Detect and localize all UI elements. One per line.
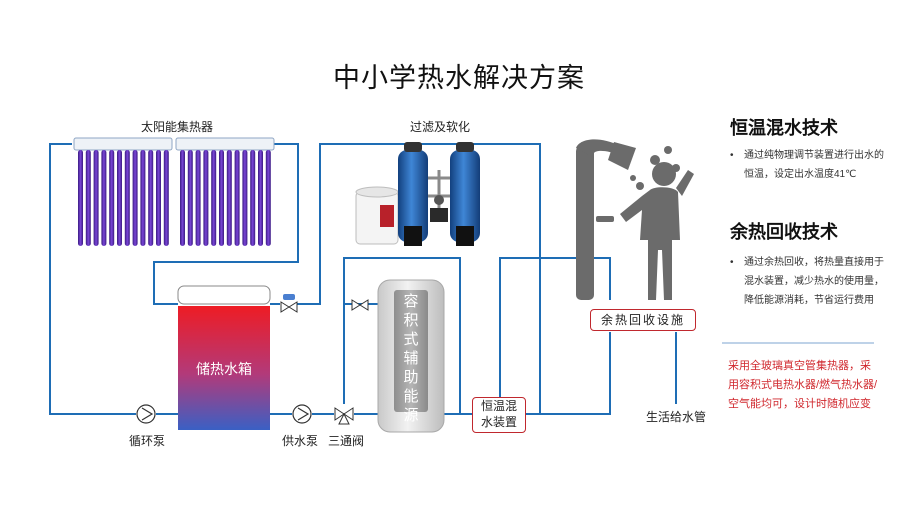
vacuum-tube	[258, 150, 263, 246]
mix-device-line-2: 水装置	[480, 415, 517, 429]
solar-collector-label: 太阳能集热器	[141, 120, 214, 134]
filter-softener-label: 过滤及软化	[410, 120, 471, 134]
section1-text: • 通过纯物理调节装置进行出水的恒温，设定出水温度41℃	[730, 146, 884, 184]
domestic-pipe-label: 生活给水管	[646, 410, 707, 424]
solar-collector-icon	[73, 137, 275, 246]
section2-text: • 通过余热回收，将热量直接用于混水装置，减少热水的使用量，降低能源消耗，节省运…	[730, 253, 884, 310]
collector-supply-pipe	[153, 143, 299, 305]
shower-person-icon	[576, 139, 694, 300]
vacuum-tube	[163, 150, 169, 246]
vacuum-tube	[234, 150, 240, 246]
vacuum-tube	[226, 150, 232, 246]
aux-energy-icon	[377, 279, 445, 433]
valve-icon	[351, 299, 369, 311]
pump-icon	[136, 404, 156, 424]
three-way-valve-icon	[334, 407, 354, 425]
bullet-icon: •	[730, 257, 734, 268]
vacuum-tube	[203, 150, 209, 246]
page-title: 中小学热水解决方案	[333, 63, 585, 93]
design-note: 采用全玻璃真空管集热器，采用容积式电热水器/燃气热水器/空气能均可，设计时随机应…	[728, 360, 878, 410]
mix-device-line-1: 恒温混	[480, 399, 517, 413]
softener-icon	[355, 142, 480, 246]
vacuum-tube	[140, 150, 146, 246]
bullet-icon: •	[730, 150, 734, 161]
aux-energy-label: 容积式辅助能源	[403, 293, 419, 424]
vacuum-tube	[93, 150, 99, 246]
vacuum-tube	[117, 150, 122, 246]
vacuum-tube	[242, 150, 248, 246]
collector-return-pipe	[49, 143, 136, 415]
vacuum-tube	[187, 150, 193, 246]
recovery-return-pipe	[524, 332, 611, 415]
vacuum-tube	[180, 150, 185, 246]
vacuum-tube	[109, 150, 115, 246]
vacuum-tube	[195, 150, 201, 246]
vacuum-tube	[211, 150, 217, 246]
heat-recovery-box: 余热回收设施	[590, 309, 696, 331]
storage-tank-icon	[177, 285, 271, 430]
vacuum-tube	[124, 150, 130, 246]
vacuum-tube	[148, 150, 154, 246]
pump-icon	[292, 404, 312, 424]
three-way-valve-label: 三通阀	[328, 434, 365, 448]
vacuum-tube	[78, 150, 83, 246]
supply-pump-label: 供水泵	[282, 434, 319, 448]
mixer-to-shower-pipe	[499, 257, 611, 398]
vacuum-tube	[85, 150, 91, 246]
vacuum-tube	[265, 150, 271, 246]
vacuum-tube	[101, 150, 107, 246]
storage-tank-label: 储热水箱	[196, 361, 252, 377]
vacuum-tube	[132, 150, 138, 246]
bypass-pipe	[343, 257, 461, 414]
mix-device-box: 恒温混 水装置	[472, 397, 526, 433]
vacuum-tube	[250, 150, 256, 246]
section1-heading: 恒温混水技术	[730, 118, 838, 138]
circ-pump-label: 循环泵	[129, 434, 166, 448]
vacuum-tube	[156, 150, 161, 246]
valve-icon	[280, 294, 298, 313]
vacuum-tube	[219, 150, 224, 246]
section2-heading: 余热回收技术	[730, 222, 838, 242]
